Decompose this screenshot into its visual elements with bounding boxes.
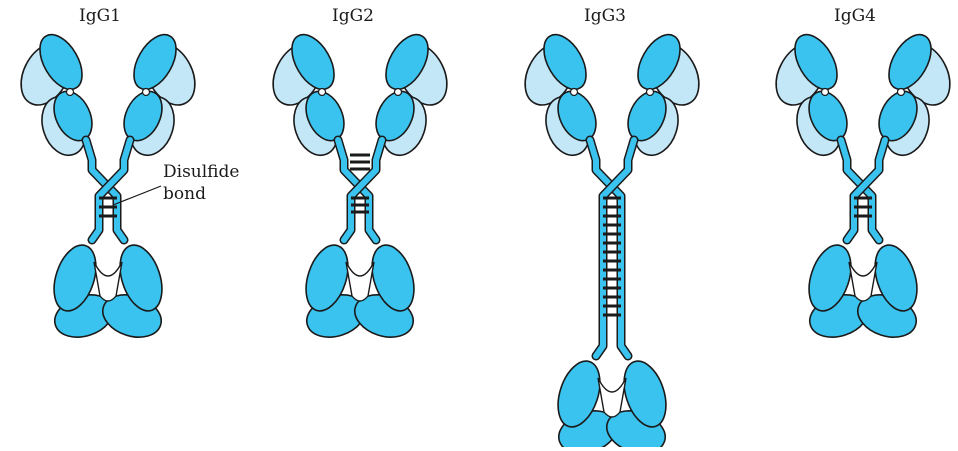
antibody-igg4 [766, 28, 958, 345]
title-igg2: IgG2 [293, 6, 413, 26]
disulfide-bond-label: Disulfide bond [163, 161, 239, 205]
title-igg3: IgG3 [545, 6, 665, 26]
disulfide-label-line1: Disulfide [163, 161, 239, 183]
title-igg4: IgG4 [795, 6, 915, 26]
disulfide-label-line2: bond [163, 183, 239, 205]
antibody-igg2 [263, 28, 457, 345]
title-igg1: IgG1 [40, 6, 160, 26]
antibody-igg3 [515, 28, 709, 447]
